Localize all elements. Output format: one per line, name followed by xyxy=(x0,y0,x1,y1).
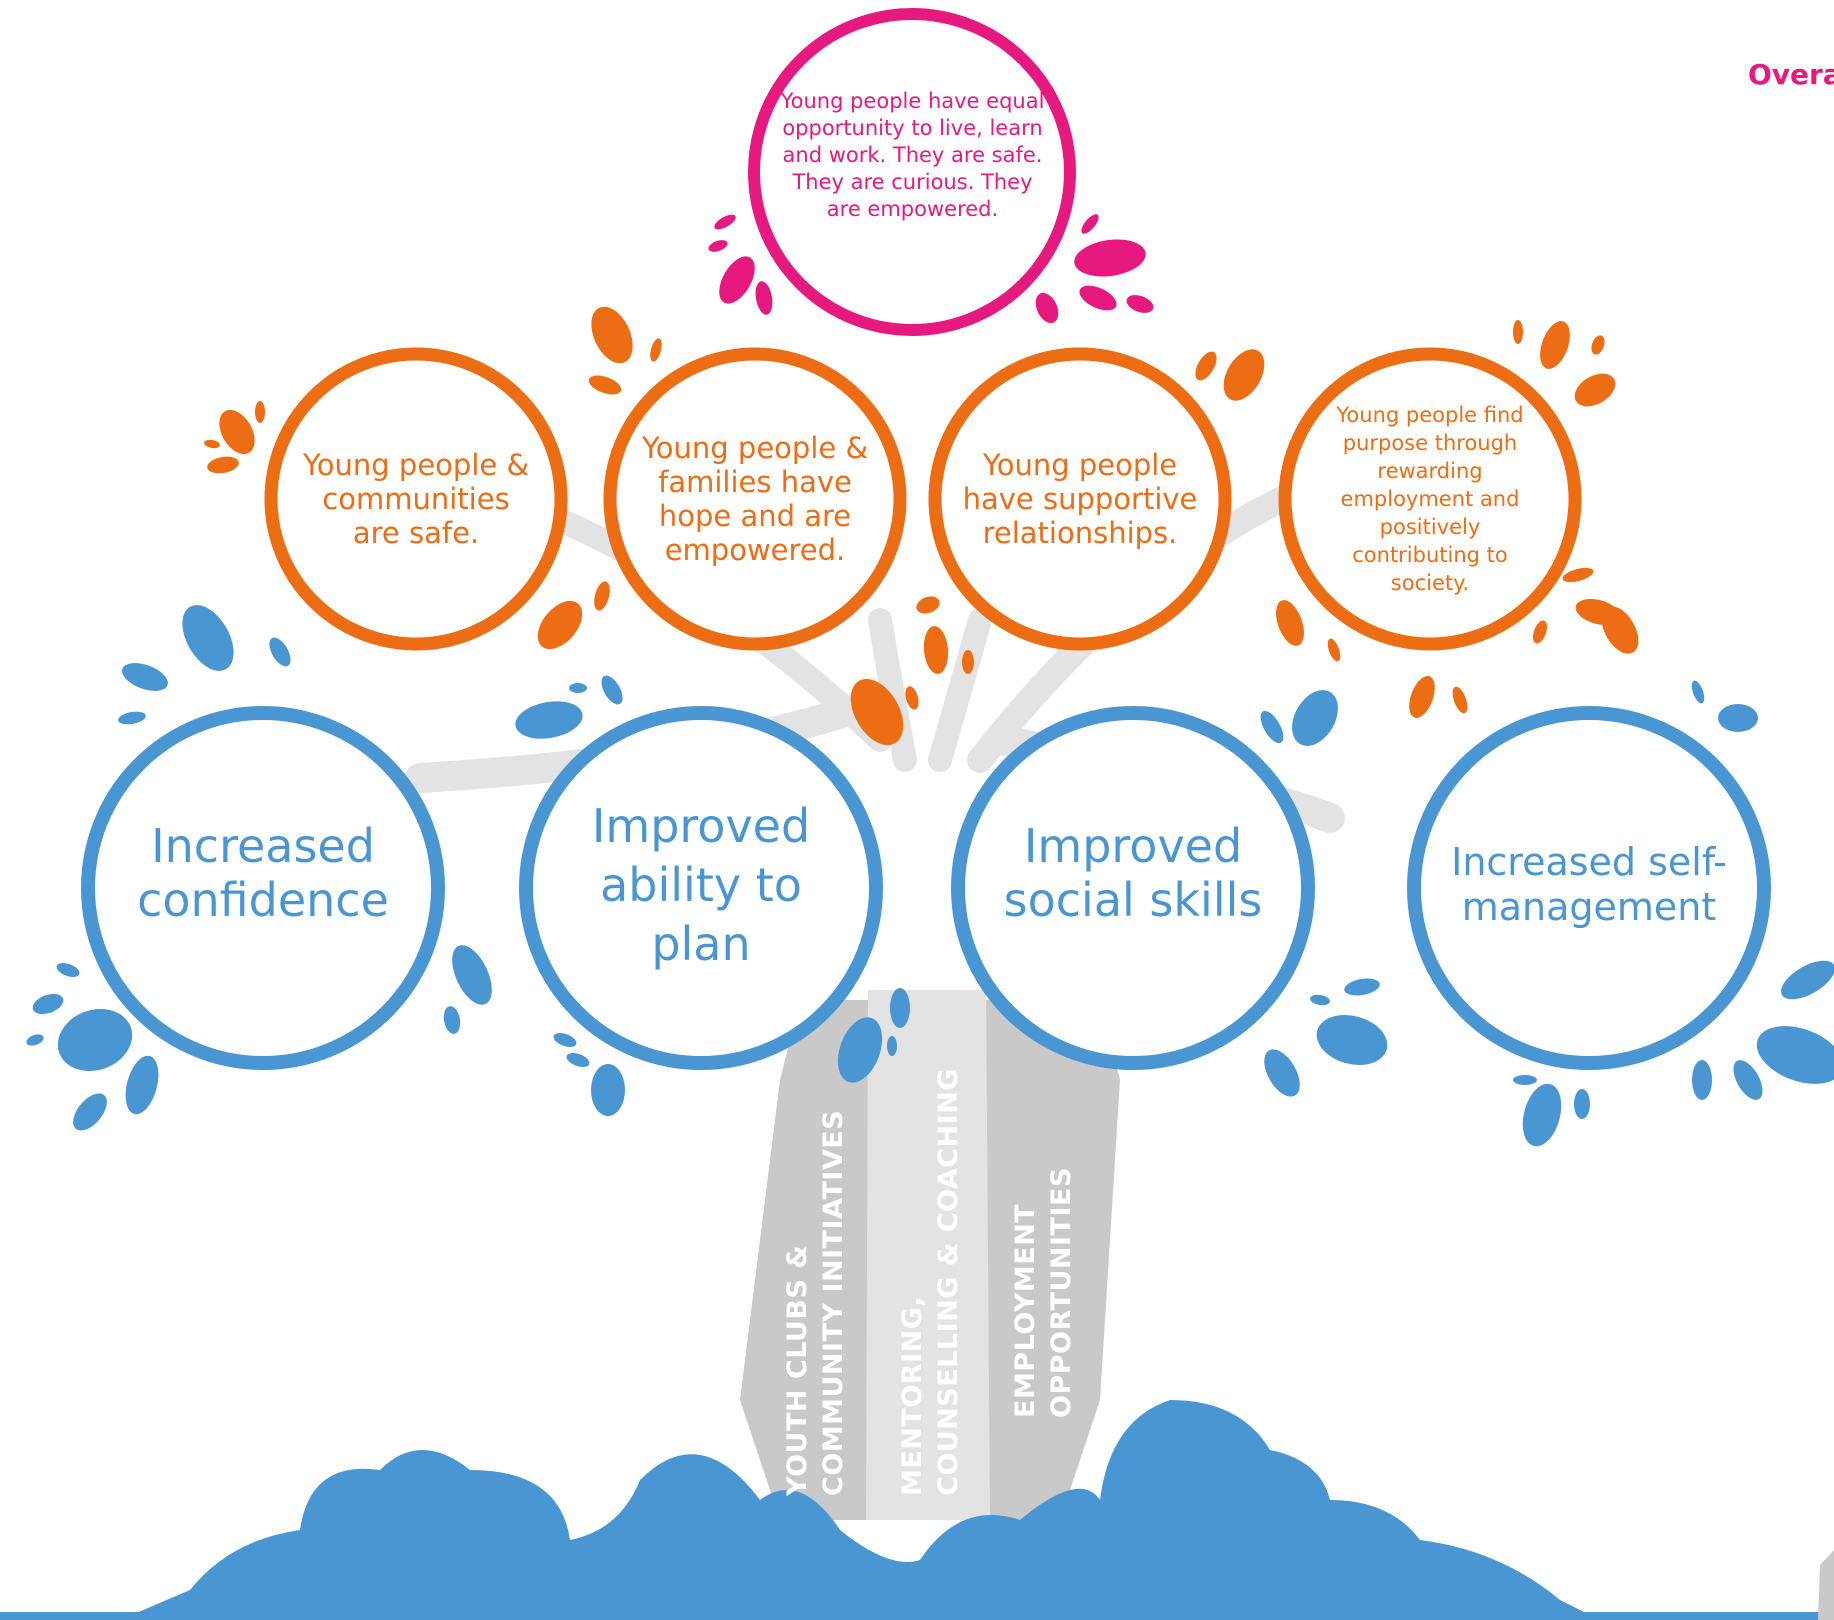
impact-circle-3 xyxy=(951,706,1315,1070)
impact-droplets xyxy=(26,605,1834,1147)
corner-mark xyxy=(1818,1550,1834,1620)
impact-text-1: Increased confidence xyxy=(137,818,389,927)
activity-youth-clubs: YOUTH CLUBS & COMMUNITY INITIATIVES xyxy=(782,1109,849,1496)
outcome-text-2: Young people & families have hope and ar… xyxy=(641,430,869,568)
outcome-circle-2 xyxy=(603,347,907,651)
impact-circle-4 xyxy=(1407,706,1771,1070)
outcome-text-1: Young people & communities are safe. xyxy=(302,447,530,551)
impact-text-4: Increased self-management xyxy=(1451,840,1727,929)
branch-center-right xyxy=(928,608,992,772)
activity-employment: EMPLOYMENT OPPORTUNITIES xyxy=(1010,1167,1077,1418)
trunk-center-strip xyxy=(866,990,990,1520)
impact-text-2: Improved ability to plan xyxy=(591,798,811,971)
ground-bush xyxy=(120,1400,1600,1620)
outcome-text-3: Young people have supportive relationshi… xyxy=(962,447,1198,551)
impact-circle-1 xyxy=(81,706,445,1070)
overall-heading: Overa xyxy=(1748,58,1834,91)
ground-line xyxy=(0,1612,1834,1620)
impact-text-3: Improved social skills xyxy=(1003,818,1263,927)
outcome-circle-3 xyxy=(928,347,1232,651)
circles xyxy=(81,8,1771,1070)
outcome-droplets xyxy=(204,306,1639,746)
branch-center-left xyxy=(868,608,917,772)
impact-circle-2 xyxy=(519,706,883,1070)
vision-droplets xyxy=(708,214,1154,324)
vision-text: Young people have equal opportunity to l… xyxy=(780,89,1045,221)
outcome-circle-4 xyxy=(1278,347,1582,651)
vision-circle xyxy=(748,8,1076,336)
outcome-text-4: Young people find purpose through reward… xyxy=(1336,403,1524,595)
outcome-circle-1 xyxy=(264,347,568,651)
activity-mentoring: MENTORING, COUNSELLING & COACHING xyxy=(897,1068,964,1496)
